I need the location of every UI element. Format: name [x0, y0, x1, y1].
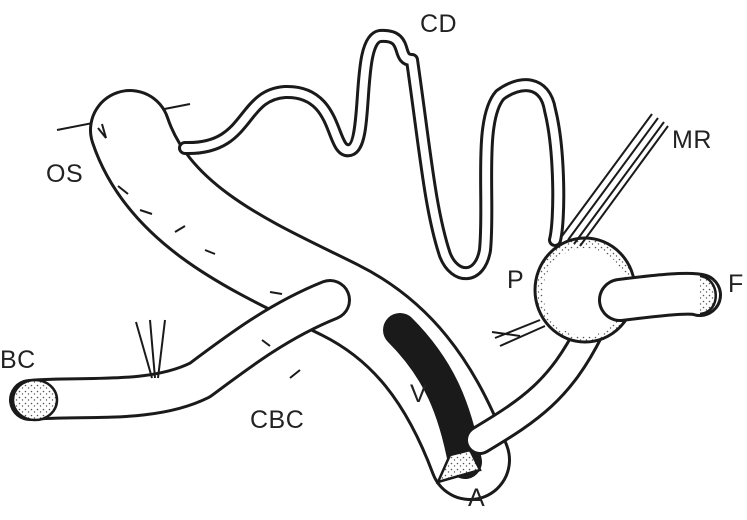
label-cd: CD: [420, 12, 457, 37]
p-nerve: [492, 320, 545, 346]
label-cbc: CBC: [250, 408, 304, 433]
f-arm-fill: [620, 294, 700, 300]
label-p: P: [507, 268, 524, 293]
bc-nerve: [136, 320, 165, 378]
mr-strands: [562, 114, 668, 246]
left-branch-fill: [30, 300, 330, 400]
label-f: F: [728, 272, 744, 297]
bc-end: [13, 380, 57, 420]
label-os: OS: [46, 162, 83, 187]
label-v: V: [410, 382, 427, 407]
label-bc: BC: [0, 348, 36, 373]
label-a: A: [468, 486, 485, 511]
label-mr: MR: [672, 128, 712, 153]
